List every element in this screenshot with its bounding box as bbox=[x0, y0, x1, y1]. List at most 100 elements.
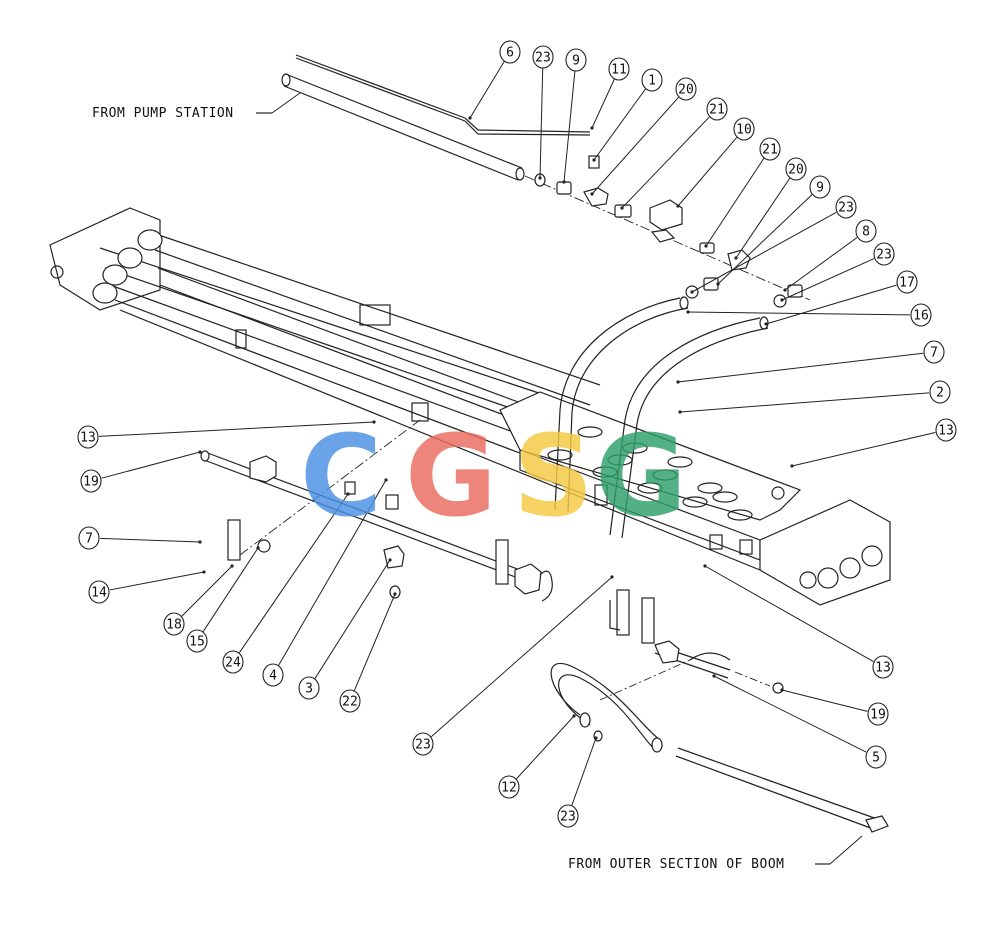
callout-23: 23 bbox=[532, 45, 554, 180]
callout-2: 2 bbox=[678, 380, 951, 414]
callout-number: 13 bbox=[80, 431, 96, 446]
callout-leader bbox=[705, 157, 765, 247]
callout-leader bbox=[539, 67, 544, 179]
callout-23: 23 bbox=[412, 575, 614, 756]
callout-circle bbox=[873, 242, 895, 266]
right-manifold bbox=[609, 589, 784, 694]
callout-number: 13 bbox=[938, 424, 954, 439]
callout-number: 10 bbox=[736, 123, 752, 138]
callout-leader bbox=[563, 70, 576, 183]
callout-arrowhead bbox=[538, 176, 542, 180]
callout-leader bbox=[99, 537, 201, 543]
callout-arrowhead bbox=[716, 282, 720, 286]
callout-leader bbox=[621, 116, 710, 209]
callout-circle bbox=[498, 775, 520, 799]
callout-circle bbox=[80, 469, 102, 493]
callout-13: 13 bbox=[77, 420, 376, 449]
callout-circle bbox=[865, 745, 887, 769]
callout-number: 1 bbox=[648, 74, 656, 89]
callout-circle bbox=[935, 418, 957, 442]
callout-circle bbox=[222, 650, 244, 674]
callout-leader bbox=[717, 194, 813, 285]
callout-arrowhead bbox=[780, 688, 784, 692]
callout-circle bbox=[78, 526, 100, 550]
callout-15: 15 bbox=[186, 546, 260, 653]
callout-19: 19 bbox=[780, 688, 889, 726]
callout-number: 23 bbox=[560, 810, 576, 825]
watermark-letter: S bbox=[513, 412, 594, 542]
callout-circle bbox=[557, 804, 579, 828]
callout-number: 24 bbox=[225, 656, 241, 671]
outer-section-label: FROM OUTER SECTION OF BOOM bbox=[568, 857, 785, 872]
callout-arrowhead bbox=[346, 492, 350, 496]
callout-arrowhead bbox=[202, 570, 206, 574]
callout-arrowhead bbox=[678, 410, 682, 414]
callout-circle bbox=[733, 117, 755, 141]
callout-arrowhead bbox=[468, 116, 472, 120]
callout-arrowhead bbox=[594, 736, 598, 740]
callout-number: 4 bbox=[269, 669, 277, 684]
callout-circle bbox=[565, 48, 587, 72]
watermark-letter: G bbox=[595, 412, 687, 542]
callout-23: 23 bbox=[690, 195, 857, 294]
callout-arrowhead bbox=[676, 204, 680, 208]
callout-8: 8 bbox=[783, 219, 877, 292]
callout-number: 23 bbox=[415, 738, 431, 753]
callout-arrowhead bbox=[572, 714, 576, 718]
callout-number: 9 bbox=[816, 181, 824, 196]
callout-arrowhead bbox=[703, 564, 707, 568]
callout-circle bbox=[855, 219, 877, 243]
callout-leader bbox=[791, 432, 936, 467]
callout-circle bbox=[910, 303, 932, 327]
callout-circle bbox=[499, 40, 521, 64]
callout-number: 20 bbox=[788, 163, 804, 178]
callout-circle bbox=[809, 175, 831, 199]
callout-circle bbox=[412, 732, 434, 756]
callout-leader bbox=[713, 675, 867, 753]
callout-5: 5 bbox=[712, 674, 887, 769]
callout-circle bbox=[641, 68, 663, 92]
callout-number: 15 bbox=[189, 635, 205, 650]
callout-leader bbox=[593, 88, 646, 161]
callout-circle bbox=[88, 580, 110, 604]
callout-number: 3 bbox=[305, 682, 313, 697]
callout-circle bbox=[77, 425, 99, 449]
callout-17: 17 bbox=[764, 270, 918, 326]
callout-arrowhead bbox=[690, 290, 694, 294]
callout-circle bbox=[759, 137, 781, 161]
callout-12: 12 bbox=[498, 714, 576, 799]
callout-leader bbox=[571, 737, 597, 806]
callout-6: 6 bbox=[468, 40, 521, 120]
callout-circle bbox=[929, 380, 951, 404]
callout-arrowhead bbox=[384, 478, 388, 482]
callout-leader bbox=[735, 177, 791, 259]
callout-leader bbox=[704, 565, 874, 663]
callout-circle bbox=[532, 45, 554, 69]
callout-arrowhead bbox=[712, 674, 716, 678]
callout-arrowhead bbox=[590, 126, 594, 130]
callout-circle bbox=[298, 676, 320, 700]
pump-station-note: FROM PUMP STATION bbox=[92, 92, 301, 121]
callout-circle bbox=[186, 629, 208, 653]
callout-arrowhead bbox=[198, 540, 202, 544]
callout-number: 5 bbox=[872, 751, 880, 766]
callout-16: 16 bbox=[686, 303, 932, 327]
callout-leader bbox=[516, 715, 575, 780]
callout-number: 13 bbox=[875, 661, 891, 676]
callout-19: 19 bbox=[80, 450, 202, 493]
callout-arrowhead bbox=[562, 180, 566, 184]
hose-assembly bbox=[550, 659, 889, 833]
callout-3: 3 bbox=[298, 558, 392, 700]
callout-18: 18 bbox=[163, 564, 234, 636]
callout-circle bbox=[262, 663, 284, 687]
callout-number: 23 bbox=[535, 51, 551, 66]
callout-arrowhead bbox=[388, 558, 392, 562]
callout-number: 17 bbox=[899, 276, 915, 291]
callout-arrowhead bbox=[704, 244, 708, 248]
callout-number: 7 bbox=[930, 346, 938, 361]
callout-number: 19 bbox=[870, 708, 886, 723]
boom-frame bbox=[49, 207, 891, 606]
callout-circle bbox=[872, 655, 894, 679]
